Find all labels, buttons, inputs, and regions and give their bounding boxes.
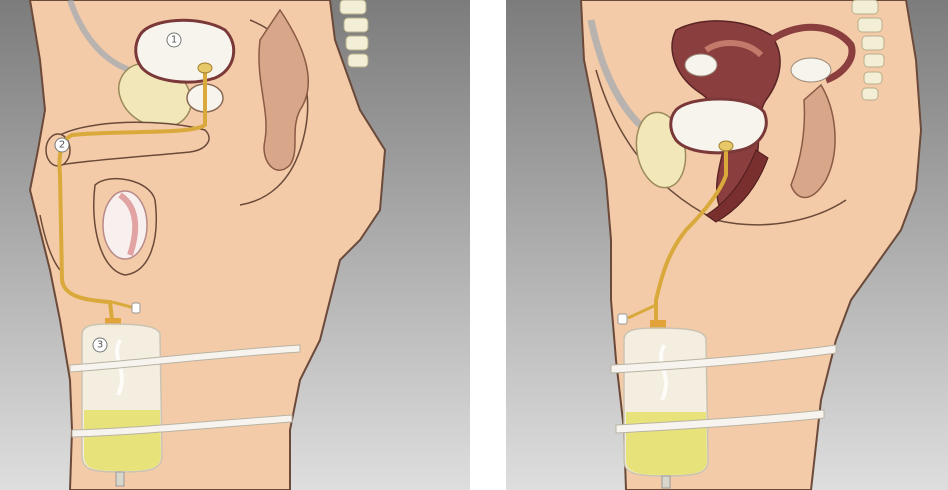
marker-1: 1 xyxy=(167,33,181,47)
male-catheter-svg: 1 2 3 xyxy=(0,0,470,490)
urine-fill xyxy=(84,410,161,471)
female-catheter-illustration xyxy=(506,0,948,490)
bag-valve xyxy=(662,476,670,488)
ovary-right xyxy=(791,58,831,82)
catheter-balloon xyxy=(198,63,212,73)
svg-text:2: 2 xyxy=(59,140,65,151)
ovary-left xyxy=(685,54,717,76)
marker-3: 3 xyxy=(93,338,107,352)
marker-2: 2 xyxy=(55,138,69,152)
catheter-balloon xyxy=(719,141,733,151)
bag-valve xyxy=(116,472,124,486)
bladder xyxy=(136,20,234,82)
bladder xyxy=(671,99,766,153)
svg-text:1: 1 xyxy=(171,35,177,46)
drain-cap xyxy=(618,314,627,324)
svg-text:3: 3 xyxy=(97,340,103,351)
male-catheter-illustration: 1 2 3 xyxy=(0,0,470,490)
drain-cap xyxy=(132,303,140,313)
female-catheter-svg xyxy=(506,0,948,490)
